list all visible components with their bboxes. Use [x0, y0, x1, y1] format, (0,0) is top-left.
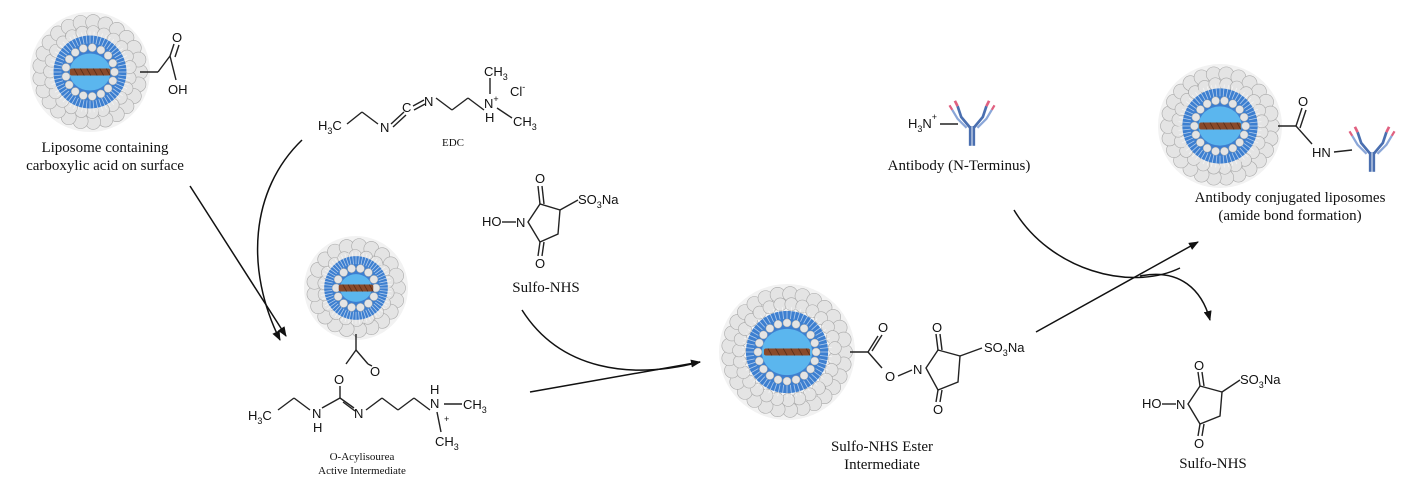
edc-label: EDC — [442, 137, 464, 149]
acyl-ch3-right: CH3 — [463, 397, 487, 415]
arrow-antibody-addition — [1013, 209, 1181, 279]
h3n-label: H3N+ — [908, 112, 937, 134]
released-ho: HO — [1142, 396, 1162, 411]
edc-c: C — [402, 100, 411, 115]
ester-o-top: O — [932, 320, 942, 335]
released-n: N — [1176, 397, 1185, 412]
amide-hn: HN — [1312, 145, 1331, 160]
acylisourea-label-1: O-Acylisourea — [330, 451, 395, 463]
acyl-ch3-bottom: CH3 — [435, 434, 459, 452]
sulfo-nhs-released-label: Sulfo-NHS — [1179, 456, 1247, 472]
edc-ch3-top: CH3 — [484, 64, 508, 82]
acyl-n-amine: N — [312, 406, 321, 421]
edc-ch3-right: CH3 — [513, 114, 537, 132]
liposome-cooh — [30, 12, 150, 132]
antibody-icon — [948, 100, 996, 146]
liposome-product — [1158, 64, 1282, 188]
acylisourea-label-2: Active Intermediate — [318, 465, 406, 477]
acyl-o-ester: O — [334, 372, 344, 387]
sulfo-nhs-reagent-structure: HO N O O SO3Na — [482, 171, 619, 271]
antibody-icon — [1348, 126, 1396, 172]
arrow-sulfo-nhs-addition — [521, 309, 701, 371]
nhs-o-top: O — [535, 171, 545, 186]
edc-nh: H — [485, 110, 494, 125]
ester-o-link: O — [885, 369, 895, 384]
product-label-2: (amide bond formation) — [1218, 208, 1361, 224]
acyl-n-imine: N — [354, 406, 363, 421]
released-o-bottom: O — [1194, 436, 1204, 451]
ho-label: HO — [482, 214, 502, 229]
acyl-plus: + — [444, 414, 449, 424]
so3na-ester: SO3Na — [984, 340, 1025, 358]
ester-o-bottom: O — [933, 402, 943, 417]
arrow-liposome-to-intermediate — [189, 185, 287, 337]
arrow-ester-to-product — [1035, 241, 1199, 333]
so3na-reagent: SO3Na — [578, 192, 619, 210]
liposome-cooh-label-2: carboxylic acid on surface — [26, 158, 184, 174]
ester-label-2: Intermediate — [844, 457, 920, 473]
h3c-label: H3C — [318, 118, 342, 136]
acyl-o-carbonyl: O — [370, 364, 380, 379]
sulfo-nhs-released-structure: HO N O O SO3Na — [1142, 358, 1281, 451]
oxygen-label: O — [172, 30, 182, 45]
acylisourea-structure: O O N N H H3C N H + CH3 CH3 — [248, 334, 487, 452]
carboxylic-acid-group: O OH — [140, 30, 188, 97]
arrow-edc-addition — [256, 139, 303, 341]
nhs-n: N — [516, 215, 525, 230]
amide-structure: O HN — [1278, 94, 1396, 172]
acyl-nh: H — [313, 420, 322, 435]
acyl-nh-top: H — [430, 382, 439, 397]
ester-n: N — [913, 362, 922, 377]
hydroxyl-label: OH — [168, 82, 188, 97]
amide-o: O — [1298, 94, 1308, 109]
acyl-nplus: N — [430, 396, 439, 411]
acyl-h3c: H3C — [248, 408, 272, 426]
liposome-ester — [719, 284, 855, 420]
ester-structure: O O N O O SO3Na — [850, 320, 1025, 417]
product-label-1: Antibody conjugated liposomes — [1195, 190, 1386, 206]
nhs-o-bottom: O — [535, 256, 545, 271]
edc-nplus: N+ — [484, 94, 499, 111]
edc-n1: N — [380, 120, 389, 135]
arrow-sulfo-nhs-release — [1139, 273, 1212, 321]
so3na-released: SO3Na — [1240, 372, 1281, 390]
antibody-label: Antibody (N-Terminus) — [888, 158, 1031, 174]
sulfo-nhs-reagent-label: Sulfo-NHS — [512, 280, 580, 296]
liposome-acylisourea — [304, 236, 408, 340]
edc-structure: H3C N C N N+ H CH3 CH3 Cl- — [318, 64, 537, 136]
antibody-reagent: H3N+ — [908, 100, 996, 146]
chloride-label: Cl- — [510, 82, 525, 99]
edc-n2: N — [424, 94, 433, 109]
ester-label-1: Sulfo-NHS Ester — [831, 439, 933, 455]
ester-o-carbonyl: O — [878, 320, 888, 335]
arrow-intermediate-to-ester — [529, 359, 701, 393]
released-o-top: O — [1194, 358, 1204, 373]
liposome-cooh-label-1: Liposome containing — [41, 140, 169, 156]
